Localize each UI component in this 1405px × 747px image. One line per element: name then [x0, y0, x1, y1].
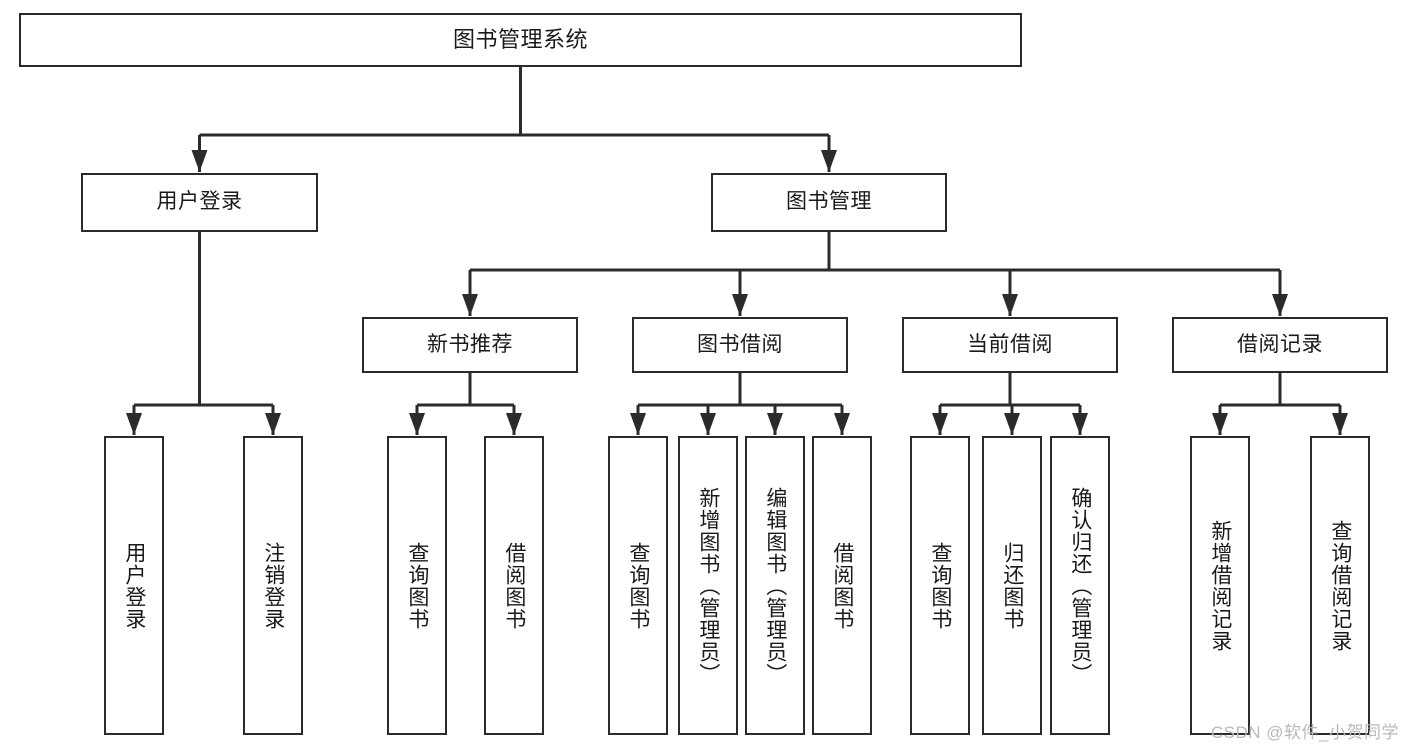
- node-label: 借阅记录: [1237, 332, 1323, 356]
- node-label: 归还图书: [1000, 541, 1024, 630]
- node-label: 新增借阅记录: [1208, 519, 1232, 652]
- node-bookmgmt: 图书管理: [711, 173, 947, 232]
- node-l-b1: 借阅图书: [484, 436, 544, 735]
- node-l-qrec: 查询借阅记录: [1310, 436, 1370, 735]
- node-l-b2: 借阅图书: [812, 436, 872, 735]
- node-l-addrec: 新增借阅记录: [1190, 436, 1250, 735]
- node-l-confirm: 确认归还（管理员）: [1050, 436, 1110, 735]
- node-l-add: 新增图书（管理员）: [678, 436, 738, 735]
- node-login: 用户登录: [81, 173, 318, 232]
- node-root: 图书管理系统: [19, 13, 1022, 67]
- csdn-watermark: CSDN @软件_小贺同学: [1210, 723, 1399, 742]
- node-label: 查询借阅记录: [1328, 519, 1352, 652]
- node-records: 借阅记录: [1172, 317, 1388, 373]
- node-label: 新书推荐: [427, 332, 513, 356]
- node-current: 当前借阅: [902, 317, 1118, 373]
- node-l-edit: 编辑图书（管理员）: [745, 436, 805, 735]
- node-label: 当前借阅: [967, 332, 1053, 356]
- node-l-login: 用户登录: [104, 436, 164, 735]
- node-label: 查询图书: [626, 541, 650, 630]
- node-label: 新增图书（管理员）: [696, 486, 720, 685]
- node-label: 借阅图书: [830, 541, 854, 630]
- node-borrow: 图书借阅: [632, 317, 848, 373]
- node-label: 确认归还（管理员）: [1068, 486, 1092, 685]
- node-label: 用户登录: [122, 541, 146, 630]
- node-label: 查询图书: [928, 541, 952, 630]
- node-l-q2: 查询图书: [608, 436, 668, 735]
- node-label: 图书管理系统: [452, 27, 588, 53]
- node-label: 编辑图书（管理员）: [763, 486, 787, 685]
- node-l-logout: 注销登录: [243, 436, 303, 735]
- node-label: 借阅图书: [502, 541, 526, 630]
- node-l-q3: 查询图书: [910, 436, 970, 735]
- node-label: 图书借阅: [697, 332, 783, 356]
- node-label: 注销登录: [261, 541, 285, 630]
- node-label: 查询图书: [405, 541, 429, 630]
- node-label: 图书管理: [786, 190, 872, 214]
- node-l-return: 归还图书: [982, 436, 1042, 735]
- node-l-q1: 查询图书: [387, 436, 447, 735]
- node-newbook: 新书推荐: [362, 317, 578, 373]
- node-label: 用户登录: [156, 190, 243, 214]
